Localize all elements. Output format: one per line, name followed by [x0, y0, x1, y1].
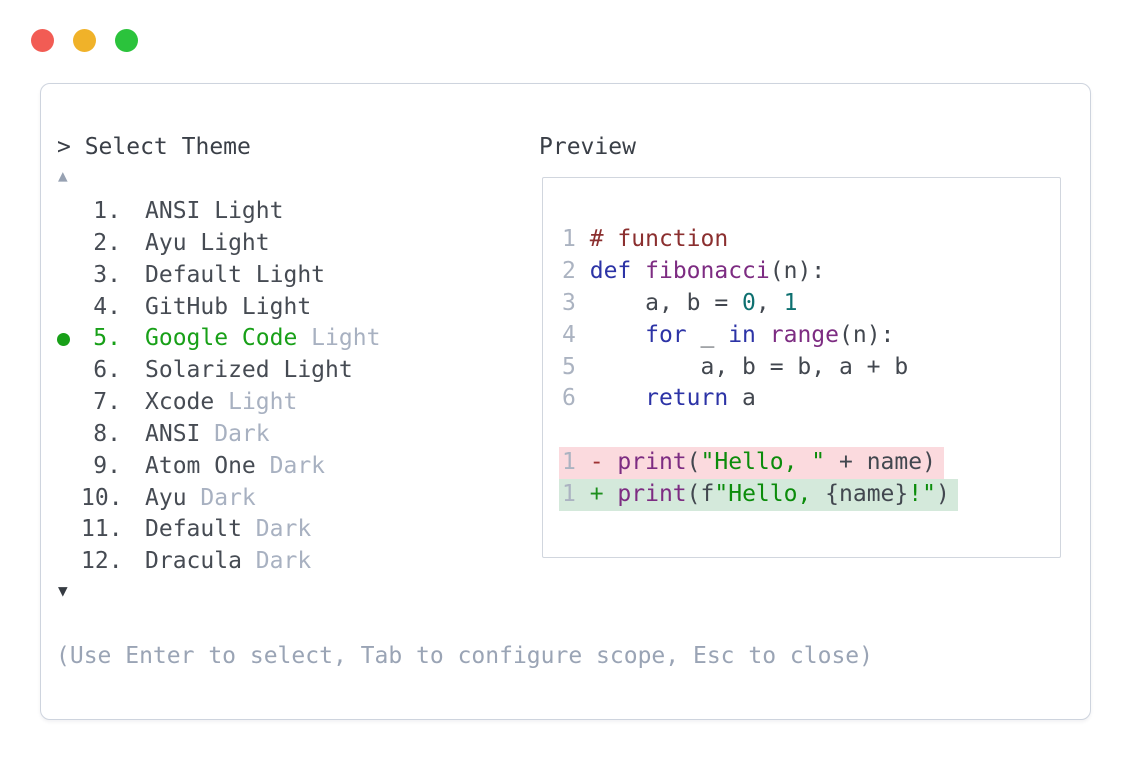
theme-item-name: Ayu Light: [145, 229, 270, 256]
theme-list-item[interactable]: 6. Solarized Light: [57, 355, 380, 387]
theme-item-name: Default Dark: [145, 516, 312, 543]
theme-list-item[interactable]: 11. Default Dark: [57, 514, 380, 546]
scroll-down-icon[interactable]: ▼: [58, 581, 68, 600]
theme-item-number: 5.: [93, 325, 121, 352]
code-line: 1 + print(f"Hello, {name}!"): [559, 479, 958, 512]
select-theme-prompt: > Select Theme: [57, 134, 251, 160]
maximize-window-icon[interactable]: [115, 29, 138, 52]
theme-item-number: 11.: [81, 516, 123, 543]
theme-list-item[interactable]: 7. Xcode Light: [57, 387, 380, 419]
selected-bullet-icon: [57, 419, 81, 451]
theme-item-name: Google Code Light: [145, 325, 381, 352]
theme-item-number: 6.: [93, 357, 121, 384]
theme-item-number: 7.: [93, 389, 121, 416]
code-line: 1 # function: [562, 226, 729, 252]
selected-bullet-icon: [57, 196, 81, 228]
theme-item-name: Solarized Light: [145, 357, 353, 384]
theme-item-number: 1.: [93, 198, 121, 224]
theme-item-number: 4.: [93, 293, 121, 320]
theme-item-number: 9.: [93, 452, 121, 479]
code-line: 1 - print("Hello, " + name): [559, 447, 958, 480]
theme-list-item[interactable]: 9. Atom One Dark: [57, 451, 380, 483]
scroll-up-icon[interactable]: ▲: [58, 166, 68, 185]
theme-list-item[interactable]: 12. Dracula Dark: [57, 546, 380, 578]
selected-bullet-icon: [57, 323, 81, 355]
preview-panel: 1 # function 2 def fibonacci(n): 3 a, b = …: [542, 177, 1061, 558]
preview-label: Preview: [539, 134, 636, 160]
line-number: 1: [562, 481, 576, 508]
selected-bullet-icon: [57, 451, 81, 483]
theme-list: 1. ANSI Light 2. Ayu Light 3. Default Light 4.…: [57, 196, 380, 578]
code-line: 5 a, b = b, a + b: [562, 353, 909, 380]
theme-item-name: Dracula Dark: [145, 548, 312, 575]
theme-list-item[interactable]: 3. Default Light: [57, 260, 380, 292]
line-number: 2: [562, 257, 576, 284]
selected-bullet-icon: [57, 260, 81, 292]
diff-removed-highlight: 1 - print("Hello, " + name): [559, 447, 944, 480]
help-text: (Use Enter to select, Tab to configure s…: [56, 643, 873, 669]
selected-bullet-icon: [57, 228, 81, 260]
line-number: 1: [562, 226, 576, 252]
theme-list-item[interactable]: 10. Ayu Dark: [57, 483, 380, 515]
theme-list-item[interactable]: 2. Ayu Light: [57, 228, 380, 260]
selected-bullet-icon: [57, 483, 81, 515]
theme-list-item[interactable]: 1. ANSI Light: [57, 196, 380, 228]
theme-item-name: Xcode Light: [145, 389, 298, 416]
theme-item-name: Default Light: [145, 261, 326, 288]
line-number: 1: [562, 449, 576, 476]
theme-item-name: Atom One Dark: [145, 452, 326, 479]
theme-item-number: 3.: [93, 261, 121, 288]
diff-added-highlight: 1 + print(f"Hello, {name}!"): [559, 479, 958, 512]
theme-item-name: Ayu Dark: [145, 484, 256, 511]
selected-bullet-icon: [57, 387, 81, 419]
minimize-window-icon[interactable]: [73, 29, 96, 52]
theme-selector-window: > Select Theme Preview ▲ 1. ANSI Light 2. A…: [40, 83, 1091, 720]
theme-item-number: 8.: [93, 420, 121, 447]
code-line: 2 def fibonacci(n):: [562, 257, 826, 284]
line-number: 5: [562, 353, 576, 380]
selected-bullet-icon: [57, 514, 81, 546]
theme-item-name: ANSI Dark: [145, 420, 270, 447]
line-number: 3: [562, 289, 576, 316]
line-number: 6: [562, 385, 576, 412]
theme-item-name: GitHub Light: [145, 293, 312, 320]
theme-item-number: 10.: [81, 484, 123, 511]
code-line: 3 a, b = 0, 1: [562, 289, 798, 316]
theme-list-item[interactable]: 5. Google Code Light: [57, 323, 380, 355]
theme-list-item[interactable]: 8. ANSI Dark: [57, 419, 380, 451]
theme-item-number: 12.: [81, 548, 123, 575]
theme-item-number: 2.: [93, 229, 121, 256]
line-number: 4: [562, 321, 576, 348]
theme-item-name: ANSI Light: [145, 198, 284, 224]
selected-bullet-icon: [57, 355, 81, 387]
code-preview: 1 # function 2 def fibonacci(n): 3 a, b = …: [559, 224, 958, 512]
theme-list-item[interactable]: 4. GitHub Light: [57, 292, 380, 324]
code-line: 4 for _ in range(n):: [562, 321, 895, 348]
code-blank-line: [562, 415, 958, 447]
selected-bullet-icon: [57, 292, 81, 324]
selected-bullet-icon: [57, 546, 81, 578]
code-line: 6 return a: [562, 385, 756, 412]
close-window-icon[interactable]: [31, 29, 54, 52]
window-controls: [31, 29, 138, 52]
